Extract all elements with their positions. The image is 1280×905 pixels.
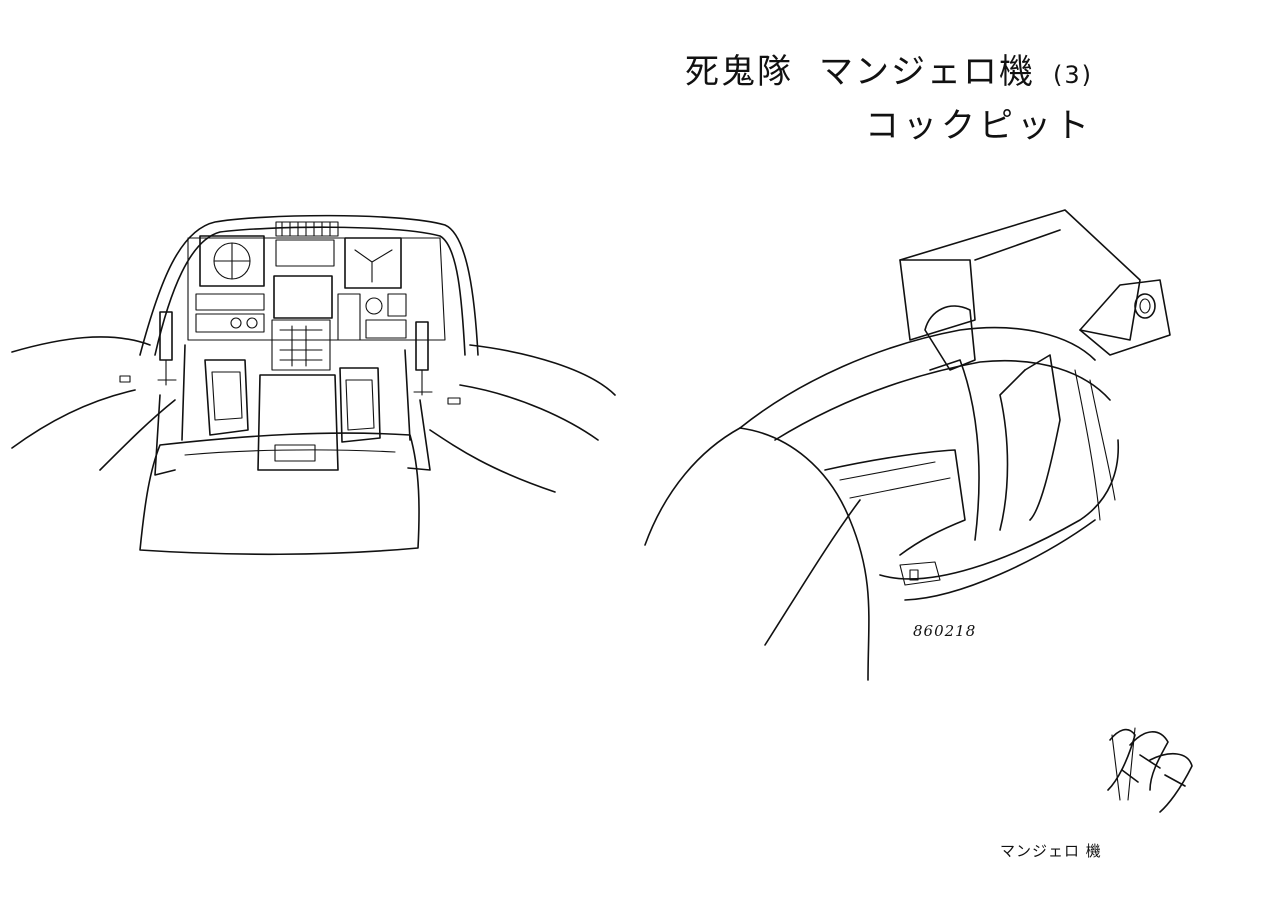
handwritten-signature-icon <box>1107 727 1193 813</box>
sheet-subtitle: コックピット <box>865 106 1093 146</box>
sheet-title: 死鬼隊マンジェロ機 (3) <box>685 44 1093 93</box>
footer-note: マンジェロ 機 <box>1000 842 1102 860</box>
title-machine: マンジェロ機 <box>819 52 1035 92</box>
title-main: 死鬼隊 <box>685 52 793 92</box>
date-code: 860218 <box>913 622 977 640</box>
cockpit-front-view-drawing <box>11 214 616 556</box>
cockpit-side-view-drawing <box>644 209 1171 681</box>
title-number: (3) <box>1053 61 1093 89</box>
